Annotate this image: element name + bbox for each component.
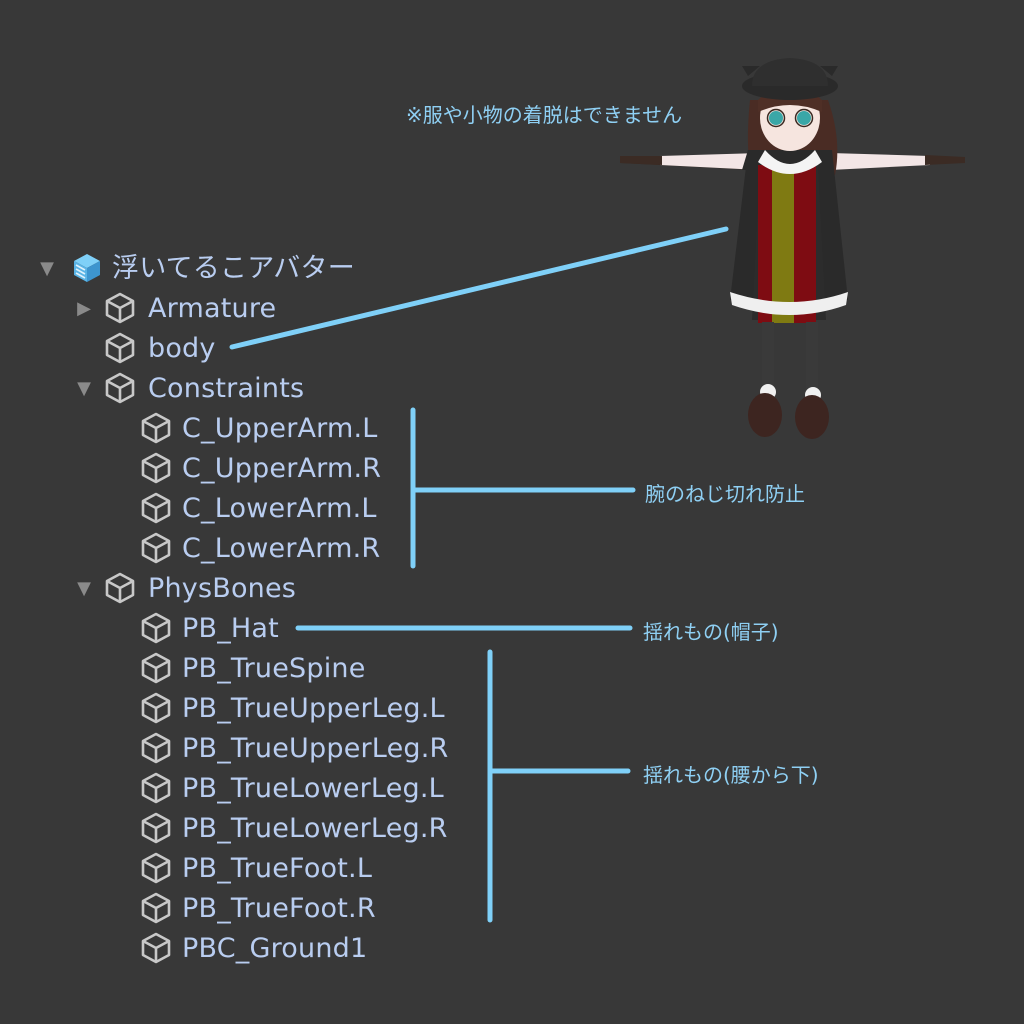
hierarchy-item-c-upperarm-l[interactable]: C_UpperArm.L [182, 408, 378, 448]
hat-sway-note: 揺れもの(帽子) [643, 620, 779, 644]
hierarchy-item-constraints[interactable]: Constraints [148, 368, 304, 408]
hierarchy-item-physbones[interactable]: PhysBones [148, 568, 296, 608]
hierarchy-item-label: PB_TrueSpine [182, 652, 366, 684]
hierarchy-root[interactable]: 浮いてるこアバター [112, 248, 355, 288]
hierarchy-item-pb-truelowerleg-l[interactable]: PB_TrueLowerLeg.L [182, 768, 444, 808]
hierarchy-item-c-lowerarm-l[interactable]: C_LowerArm.L [182, 488, 377, 528]
hierarchy-item-pb-truelowerleg-r[interactable]: PB_TrueLowerLeg.R [182, 808, 448, 848]
hierarchy-item-label: PB_TrueUpperLeg.R [182, 732, 449, 764]
hierarchy-item-label: PB_Hat [182, 612, 279, 644]
hierarchy-item-label: PhysBones [148, 572, 297, 604]
hierarchy-item-label: body [148, 332, 216, 364]
hierarchy-item-label: C_LowerArm.R [182, 532, 381, 564]
hierarchy-item-label: PB_TrueFoot.R [182, 892, 376, 924]
hierarchy-item-label: PB_TrueFoot.L [182, 852, 373, 884]
hierarchy-item-label: C_UpperArm.R [182, 452, 382, 484]
hierarchy-item-label: PB_TrueUpperLeg.L [182, 692, 445, 724]
hierarchy-item-pb-truefoot-r[interactable]: PB_TrueFoot.R [182, 888, 376, 928]
hierarchy-item-armature[interactable]: Armature [148, 288, 276, 328]
hierarchy-item-pb-trueupperleg-l[interactable]: PB_TrueUpperLeg.L [182, 688, 445, 728]
hierarchy-item-label: C_LowerArm.L [182, 492, 377, 524]
arm-twist-note: 腕のねじ切れ防止 [645, 482, 805, 506]
prefab-cube-icon [74, 254, 100, 282]
expand-arrow-icon[interactable]: ▼ [77, 377, 91, 399]
hierarchy-item-pb-truefoot-l[interactable]: PB_TrueFoot.L [182, 848, 372, 888]
hierarchy-item-label: Armature [148, 292, 277, 324]
hierarchy-item-pb-trueupperleg-r[interactable]: PB_TrueUpperLeg.R [182, 728, 448, 768]
body-connector-line [229, 226, 729, 350]
hierarchy-item-c-upperarm-r[interactable]: C_UpperArm.R [182, 448, 381, 488]
hierarchy-root-label: 浮いてるこアバター [112, 252, 355, 284]
collapsed-arrow-icon[interactable]: ▶ [77, 297, 91, 319]
hierarchy-item-body[interactable]: body [148, 328, 216, 368]
lower-sway-note: 揺れもの(腰から下) [643, 763, 819, 787]
hierarchy-item-label: Constraints [148, 372, 305, 404]
hierarchy-item-label: C_UpperArm.L [182, 412, 378, 444]
hierarchy-item-pb-truespine[interactable]: PB_TrueSpine [182, 648, 366, 688]
clothes-note: ※服や小物の着脱はできません [406, 103, 683, 127]
hierarchy-item-label: PBC_Ground1 [182, 932, 368, 964]
hierarchy-item-pb-hat[interactable]: PB_Hat [182, 608, 279, 648]
hierarchy-item-label: PB_TrueLowerLeg.R [182, 812, 448, 844]
hierarchy-item-c-lowerarm-r[interactable]: C_LowerArm.R [182, 528, 380, 568]
expand-arrow-icon[interactable]: ▼ [40, 257, 54, 279]
hierarchy-item-label: PB_TrueLowerLeg.L [182, 772, 444, 804]
hierarchy-item-pbc-ground1[interactable]: PBC_Ground1 [182, 928, 367, 968]
expand-arrow-icon[interactable]: ▼ [77, 577, 91, 599]
